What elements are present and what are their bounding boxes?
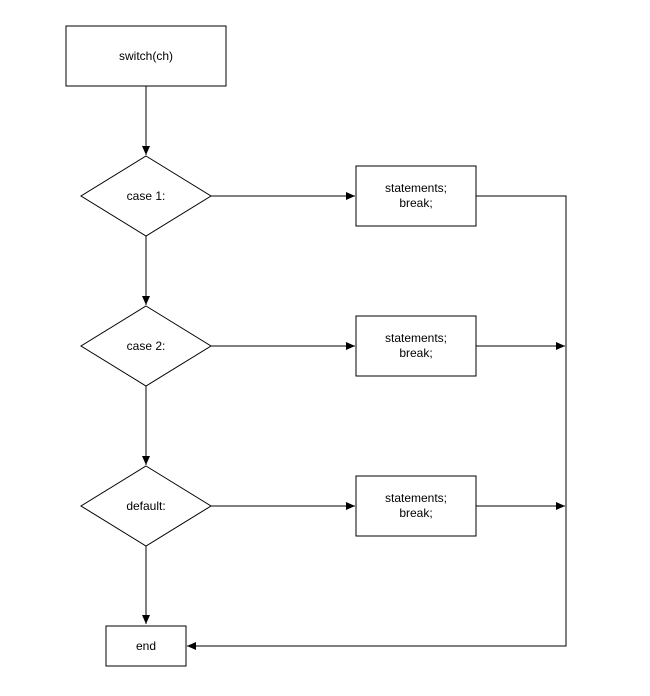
case-2-label: case 2: bbox=[127, 339, 166, 353]
statements-node-2: statements; break; bbox=[355, 315, 477, 377]
statements-1-line-2: break; bbox=[399, 196, 432, 210]
arrow-statements1-to-end bbox=[187, 195, 567, 650]
switch-node: switch(ch) bbox=[65, 25, 227, 87]
statements-3-line-1: statements; bbox=[385, 491, 447, 505]
statements-2-line-1: statements; bbox=[385, 331, 447, 345]
default-decision: default: bbox=[80, 465, 212, 547]
switch-label: switch(ch) bbox=[119, 49, 173, 63]
statements-1-line-1: statements; bbox=[385, 181, 447, 195]
case-1-label: case 1: bbox=[127, 189, 166, 203]
statements-2-line-2: break; bbox=[399, 346, 432, 360]
case-1-decision: case 1: bbox=[80, 155, 212, 237]
default-label: default: bbox=[126, 499, 165, 513]
statements-node-3: statements; break; bbox=[355, 475, 477, 537]
statements-node-1: statements; break; bbox=[355, 165, 477, 227]
case-2-decision: case 2: bbox=[80, 305, 212, 387]
end-label: end bbox=[136, 639, 156, 653]
end-node: end bbox=[105, 625, 187, 667]
statements-3-line-2: break; bbox=[399, 506, 432, 520]
